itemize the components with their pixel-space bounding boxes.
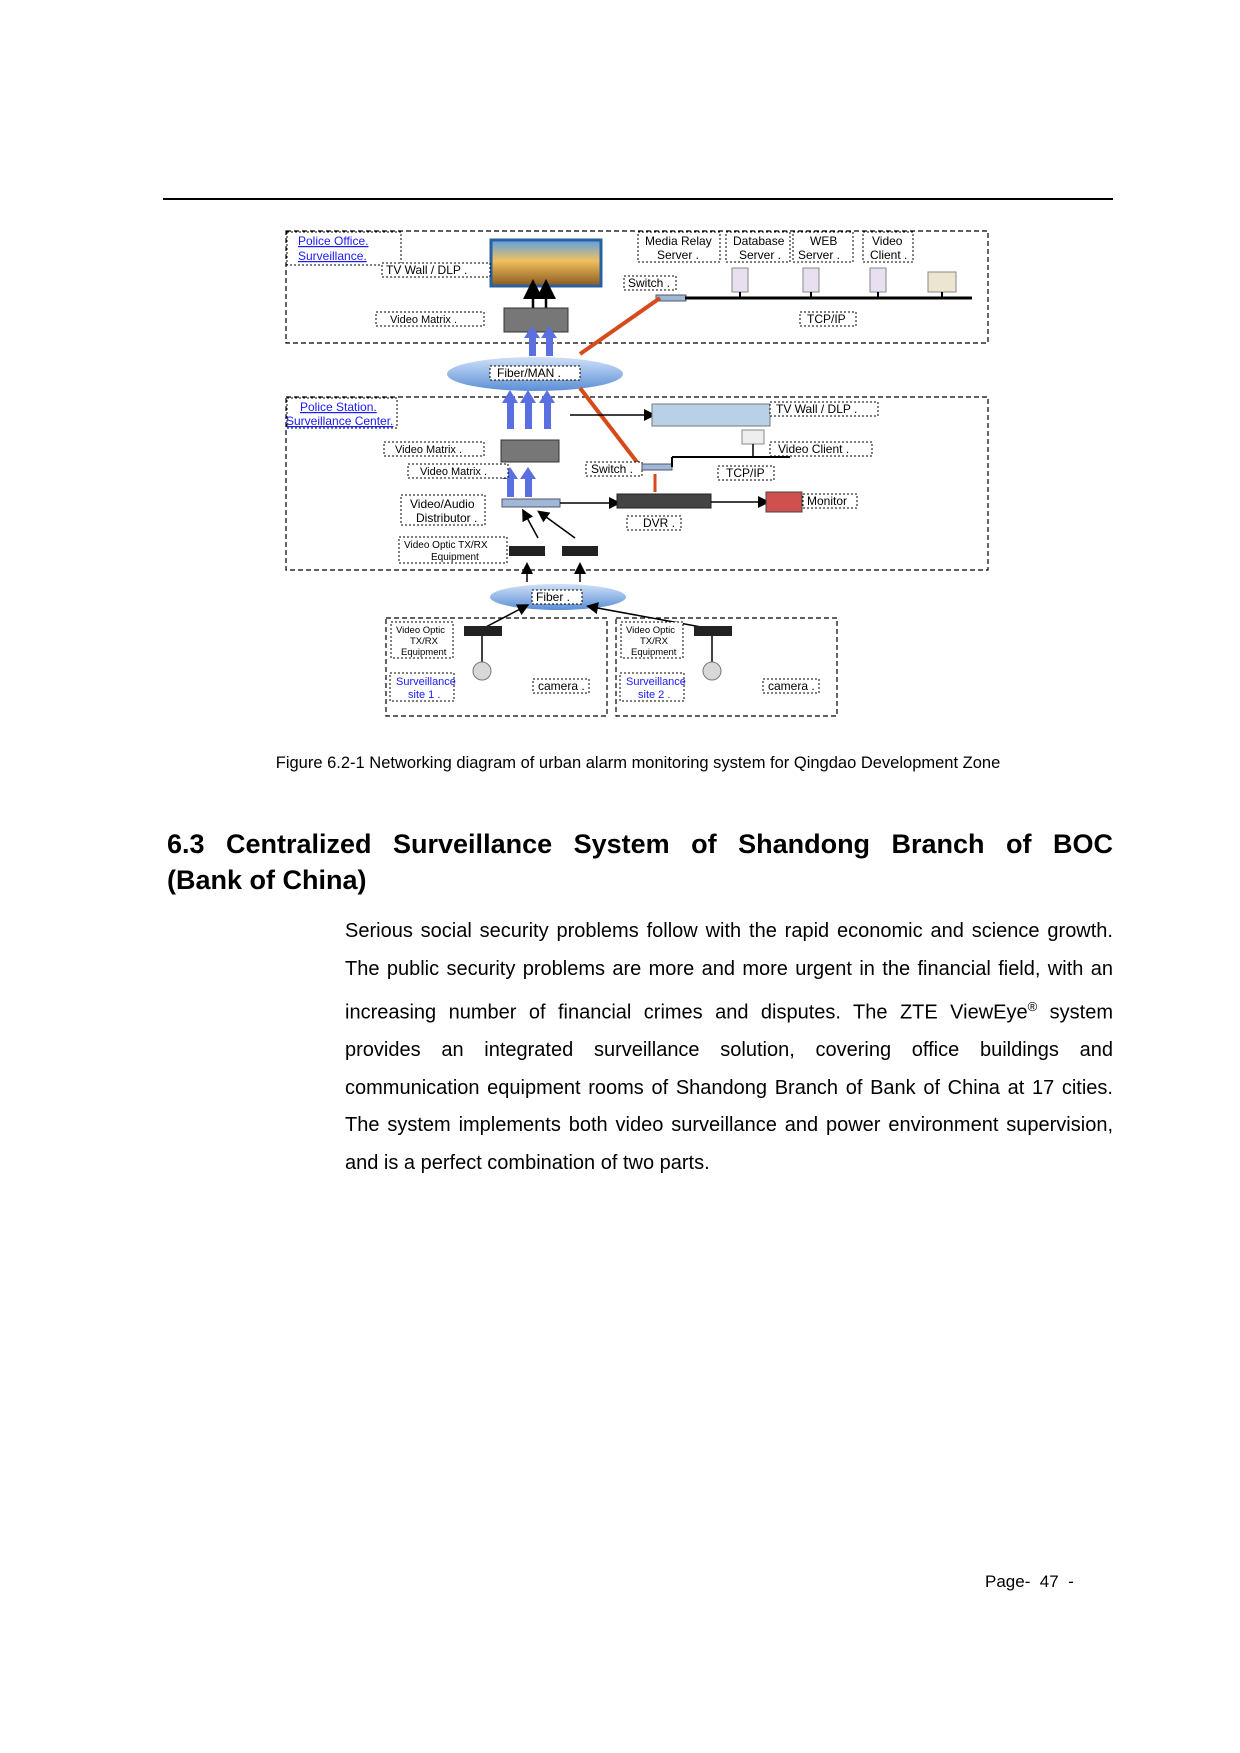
figure-caption: Figure 6.2-1 Networking diagram of urban… (275, 754, 1001, 772)
mid-video-matrix-icon (500, 439, 560, 463)
police-office-zone (285, 230, 989, 344)
top-video-matrix-icon (503, 307, 569, 333)
web-label-1: WEB (810, 234, 837, 248)
police-station-label-2: Surveillance Center. (286, 414, 393, 428)
header-rule (163, 198, 1113, 200)
mid-tv-wall-icon (651, 403, 771, 427)
site1-optic-3: Equipment (401, 647, 447, 658)
section-heading-line2: (Bank of China) (167, 865, 367, 895)
distributor-label-2: Distributor . (416, 511, 477, 525)
server-labels: Media Relay Server . Database Server . W… (637, 231, 914, 263)
site2-camera-icon (702, 661, 722, 681)
database-label-1: Database (733, 234, 785, 248)
fiber-man-label: Fiber/MAN . (497, 366, 561, 380)
body-text-part1: Serious social security problems follow … (345, 920, 1113, 1024)
site2-name-1: Surveillance (626, 676, 686, 688)
police-office-label-2: Surveillance. (298, 249, 367, 263)
optic-mid-label-2: Equipment (431, 552, 479, 563)
mid-tv-wall-label: TV Wall / DLP . (776, 402, 857, 416)
section-heading: 6.3 Centralized Surveillance System of S… (167, 826, 1113, 898)
site2-optic-1: Video Optic (626, 625, 675, 636)
top-tcpip-label: TCP/IP (807, 312, 846, 326)
mid-video-client-label: Video Client . (778, 442, 849, 456)
site1-zone (385, 617, 608, 717)
site2-optic-2: TX/RX (640, 636, 669, 647)
orange-link-top (578, 296, 662, 356)
optic-mid-icon-1 (509, 546, 545, 556)
police-station-zone (285, 396, 989, 571)
mid-video-matrix-label-1: Video Matrix . (395, 444, 462, 456)
mid-tcpip-label: TCP/IP (726, 466, 765, 480)
site2-camera-label: camera . (768, 679, 815, 693)
site1-name-2: site 1 . (408, 689, 440, 701)
police-office-label-1: Police Office. (298, 234, 368, 248)
video-client-top-label-1: Video (872, 234, 903, 248)
registered-mark: ® (1027, 999, 1038, 1014)
database-label-2: Server . (739, 248, 781, 262)
top-tv-wall-icon (489, 238, 603, 288)
media-relay-server-icon (731, 267, 749, 293)
dvr-icon (616, 493, 712, 509)
body-paragraph: Serious social security problems follow … (345, 913, 1113, 1182)
distributor-icon (501, 498, 561, 508)
optic-mid-icon-2 (562, 546, 598, 556)
body-text-part2: system provides an integrated surveillan… (345, 1001, 1113, 1174)
media-relay-label-1: Media Relay (645, 234, 712, 248)
page-number: Page- 47 - (985, 1572, 1074, 1591)
top-switch-icon (655, 294, 687, 302)
fiber-label: Fiber . (536, 590, 570, 604)
site2-optic-icon (694, 626, 732, 636)
uplink-arrows (502, 326, 557, 497)
video-client-icon (927, 271, 957, 293)
top-tv-wall-label: TV Wall / DLP . (386, 263, 467, 277)
distributor-label-1: Video/Audio (410, 497, 475, 511)
site1-optic-icon (464, 626, 502, 636)
site1-camera-icon (472, 661, 492, 681)
mid-switch-label: Switch . (591, 462, 633, 476)
network-diagram: Police Office. Surveillance. TV Wall / D… (285, 230, 989, 717)
dvr-label: DVR . (643, 516, 675, 530)
web-server-icon (869, 267, 887, 293)
mid-video-client-icon (741, 429, 765, 445)
site1-optic-2: TX/RX (410, 636, 439, 647)
site2-name-2: site 2 . (638, 689, 670, 701)
media-relay-label-2: Server . (657, 248, 699, 262)
mid-video-matrix-label-2: Video Matrix . (420, 466, 487, 478)
optic-mid-label-1: Video Optic TX/RX (404, 540, 488, 551)
orange-link-mid (578, 386, 642, 468)
web-label-2: Server . (798, 248, 840, 262)
top-video-matrix-label: Video Matrix . (390, 314, 457, 326)
database-server-icon (802, 267, 820, 293)
section-heading-line1: 6.3 Centralized Surveillance System of S… (167, 829, 1113, 859)
site1-optic-1: Video Optic (396, 625, 445, 636)
video-client-top-label-2: Client . (870, 248, 907, 262)
police-station-label-1: Police Station. (300, 400, 377, 414)
site1-name-1: Surveillance (396, 676, 456, 688)
monitor-icon (765, 491, 803, 513)
monitor-label: Monitor (807, 494, 847, 508)
site2-optic-3: Equipment (631, 647, 677, 658)
top-switch-label: Switch . (628, 276, 670, 290)
site1-camera-label: camera . (538, 679, 585, 693)
mid-switch-icon (641, 463, 673, 471)
site2-zone (615, 617, 838, 717)
